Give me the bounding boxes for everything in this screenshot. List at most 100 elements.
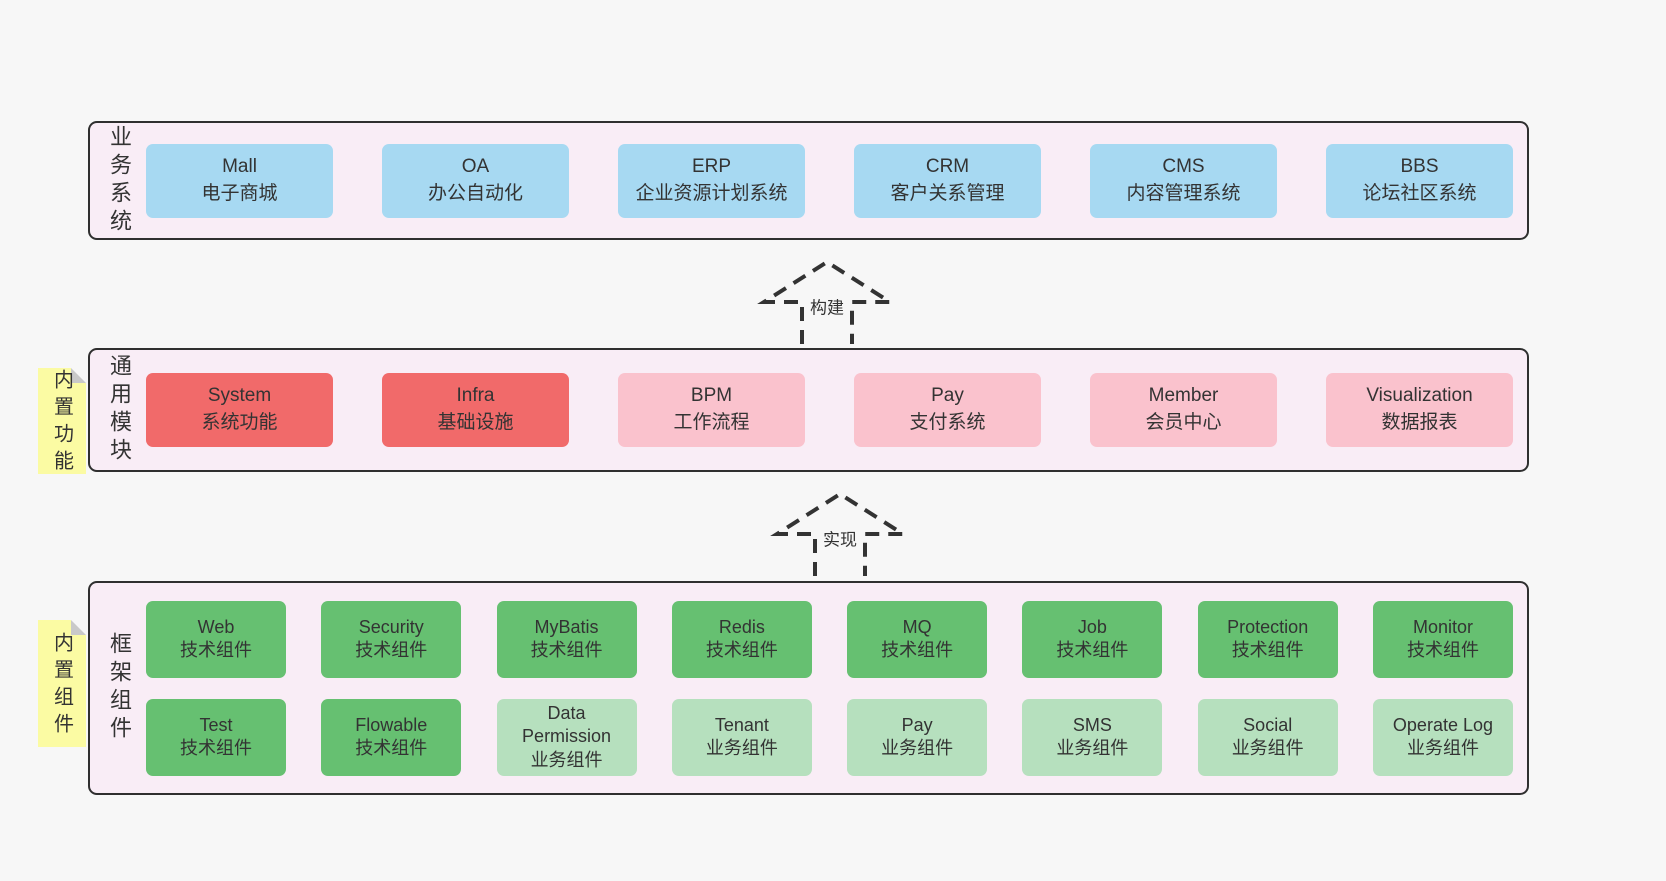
box-erp-title: ERP [691,155,732,177]
box-erp: ERP 企业资源计划系统 [618,143,805,218]
box-security-title: Security [358,616,424,637]
box-data-permission-subtitle: 业务组件 [530,749,603,770]
build-arrow-label: 构建 [805,292,849,320]
box-crm: CRM 客户关系管理 [854,143,1041,218]
box-web-subtitle: 技术组件 [180,640,252,660]
box-social-subtitle: 业务组件 [1231,738,1304,758]
box-pay-title: Pay [931,385,964,407]
box-data-permission-title: Data Permission [522,702,612,747]
box-job-subtitle: 技术组件 [1056,640,1129,660]
business-systems-panel: 业务系统 Mall 电子商城 OA 办公自动化 ERP 企业资源计划系统 CRM… [88,121,1529,240]
box-mall-title: Mall [222,155,257,177]
box-system-subtitle: 系统功能 [201,412,278,433]
box-bbs-subtitle: 论坛社区系统 [1362,182,1477,204]
folded-corner-icon [71,620,86,635]
box-system-title: System [207,385,272,407]
box-pay: Pay 支付系统 [854,373,1041,447]
box-protection-subtitle: 技术组件 [1231,640,1304,660]
framework-panel-label: 框架组件 [107,632,132,744]
sticky-note-builtin-features-label: 内置功能 [50,369,73,478]
modules-panel-content: System 系统功能 Infra 基础设施 BPM 工作流程 Pay 支付系统… [146,350,1513,470]
box-redis: Redis 技术组件 [671,600,812,678]
box-tenant: Tenant 业务组件 [671,698,812,776]
framework-panel-content: Web 技术组件 Security 技术组件 MyBatis 技术组件 Redi… [146,583,1513,793]
box-tenant-title: Tenant [714,714,769,735]
box-bbs-title: BBS [1400,155,1439,177]
box-infra: Infra 基础设施 [382,373,569,447]
box-visualization-subtitle: 数据报表 [1381,412,1458,433]
box-mybatis-title: MyBatis [534,616,599,637]
box-cms: CMS 内容管理系统 [1090,143,1277,218]
implement-up-arrow-dashed-icon: 实现 [765,488,915,576]
implement-arrow-label: 实现 [818,524,862,552]
framework-components-panel: 框架组件 Web 技术组件 Security 技术组件 MyBatis 技术组件… [88,581,1529,795]
box-infra-title: Infra [456,385,495,407]
sticky-note-builtin-features: 内置功能 [38,368,86,478]
box-social: Social 业务组件 [1197,698,1338,776]
box-security-subtitle: 技术组件 [355,640,428,660]
box-web: Web 技术组件 [146,600,286,678]
box-mall-subtitle: 电子商城 [201,182,278,204]
box-oa-subtitle: 办公自动化 [427,182,523,204]
box-operate-log: Operate Log 业务组件 [1372,698,1513,776]
framework-row-2: Test 技术组件 Flowable 技术组件 Data Permission … [146,698,1513,776]
box-sms: SMS 业务组件 [1022,698,1163,776]
box-mall: Mall 电子商城 [146,143,333,218]
modules-panel-label: 通用模块 [107,354,132,466]
box-job: Job 技术组件 [1022,600,1163,678]
box-member-title: Member [1148,385,1219,407]
business-panel-content: Mall 电子商城 OA 办公自动化 ERP 企业资源计划系统 CRM 客户关系… [146,123,1513,238]
box-protection-title: Protection [1227,616,1309,637]
box-bpm-subtitle: 工作流程 [673,412,750,433]
box-bbs: BBS 论坛社区系统 [1326,143,1513,218]
box-oa: OA 办公自动化 [382,143,569,218]
framework-row-1: Web 技术组件 Security 技术组件 MyBatis 技术组件 Redi… [146,600,1513,678]
box-monitor: Monitor 技术组件 [1372,600,1513,678]
box-sms-title: SMS [1072,714,1112,735]
box-pay-component-subtitle: 业务组件 [881,738,954,758]
box-bpm-title: BPM [690,385,733,407]
box-security: Security 技术组件 [321,600,462,678]
box-monitor-title: Monitor [1412,616,1473,637]
box-redis-title: Redis [718,616,765,637]
box-visualization: Visualization 数据报表 [1326,373,1513,447]
box-mq-title: MQ [902,616,932,637]
box-member: Member 会员中心 [1090,373,1277,447]
box-flowable: Flowable 技术组件 [321,698,462,776]
box-mybatis-subtitle: 技术组件 [530,640,603,660]
box-erp-subtitle: 企业资源计划系统 [635,182,788,204]
box-mybatis: MyBatis 技术组件 [496,600,637,678]
folded-corner-icon [71,368,86,383]
box-test-title: Test [199,714,233,735]
box-mq: MQ 技术组件 [847,600,988,678]
box-visualization-title: Visualization [1366,385,1473,407]
box-infra-subtitle: 基础设施 [437,412,514,433]
box-pay-component-title: Pay [901,714,933,735]
business-panel-label: 业务系统 [107,124,132,237]
box-monitor-subtitle: 技术组件 [1406,640,1479,660]
box-flowable-subtitle: 技术组件 [355,738,428,758]
box-pay-component: Pay 业务组件 [847,698,988,776]
box-protection: Protection 技术组件 [1197,600,1338,678]
box-test-subtitle: 技术组件 [180,738,252,758]
box-crm-title: CRM [925,155,970,177]
box-job-title: Job [1077,616,1107,637]
build-up-arrow-dashed-icon: 构建 [752,256,902,344]
box-system: System 系统功能 [146,373,333,447]
box-redis-subtitle: 技术组件 [705,640,778,660]
box-test: Test 技术组件 [146,698,286,776]
box-oa-title: OA [461,155,490,177]
box-crm-subtitle: 客户关系管理 [890,182,1005,204]
box-web-title: Web [197,616,235,637]
box-bpm: BPM 工作流程 [618,373,805,447]
box-operate-log-title: Operate Log [1392,714,1493,735]
box-mq-subtitle: 技术组件 [881,640,954,660]
box-sms-subtitle: 业务组件 [1056,738,1129,758]
box-tenant-subtitle: 业务组件 [705,738,778,758]
sticky-note-builtin-components: 内置组件 [38,620,86,747]
box-social-title: Social [1243,714,1293,735]
box-data-permission: Data Permission 业务组件 [496,698,637,776]
box-member-subtitle: 会员中心 [1145,412,1222,433]
box-cms-title: CMS [1162,155,1205,177]
